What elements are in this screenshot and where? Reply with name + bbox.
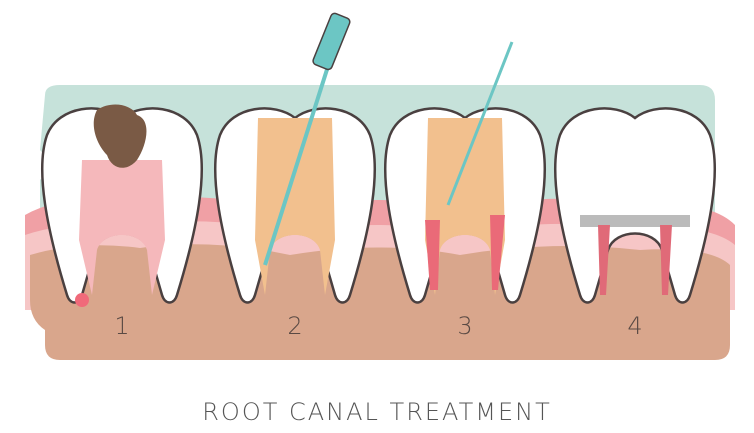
canal-filling: [490, 215, 505, 290]
step-label-3: 3: [457, 312, 473, 340]
step-label-2: 2: [287, 312, 303, 340]
tooth-3: [384, 107, 546, 304]
tooth-4: [554, 107, 716, 304]
cleaned-canal: [255, 118, 335, 295]
file-handle-icon: [312, 12, 351, 71]
tooth-1: [41, 104, 203, 307]
crown-base: [580, 215, 690, 227]
infected-pulp: [79, 160, 165, 295]
diagram-title: ROOT CANAL TREATMENT: [202, 398, 552, 426]
bone: [30, 244, 730, 360]
decay-cavity: [93, 104, 147, 168]
filling-needle-icon: [446, 41, 514, 206]
cleaned-canal: [425, 118, 505, 295]
endo-file-icon: [263, 59, 332, 266]
tooth-2: [214, 107, 376, 304]
step-label-4: 4: [627, 312, 643, 340]
step-label-1: 1: [114, 312, 130, 340]
abscess-icon: [75, 293, 89, 307]
